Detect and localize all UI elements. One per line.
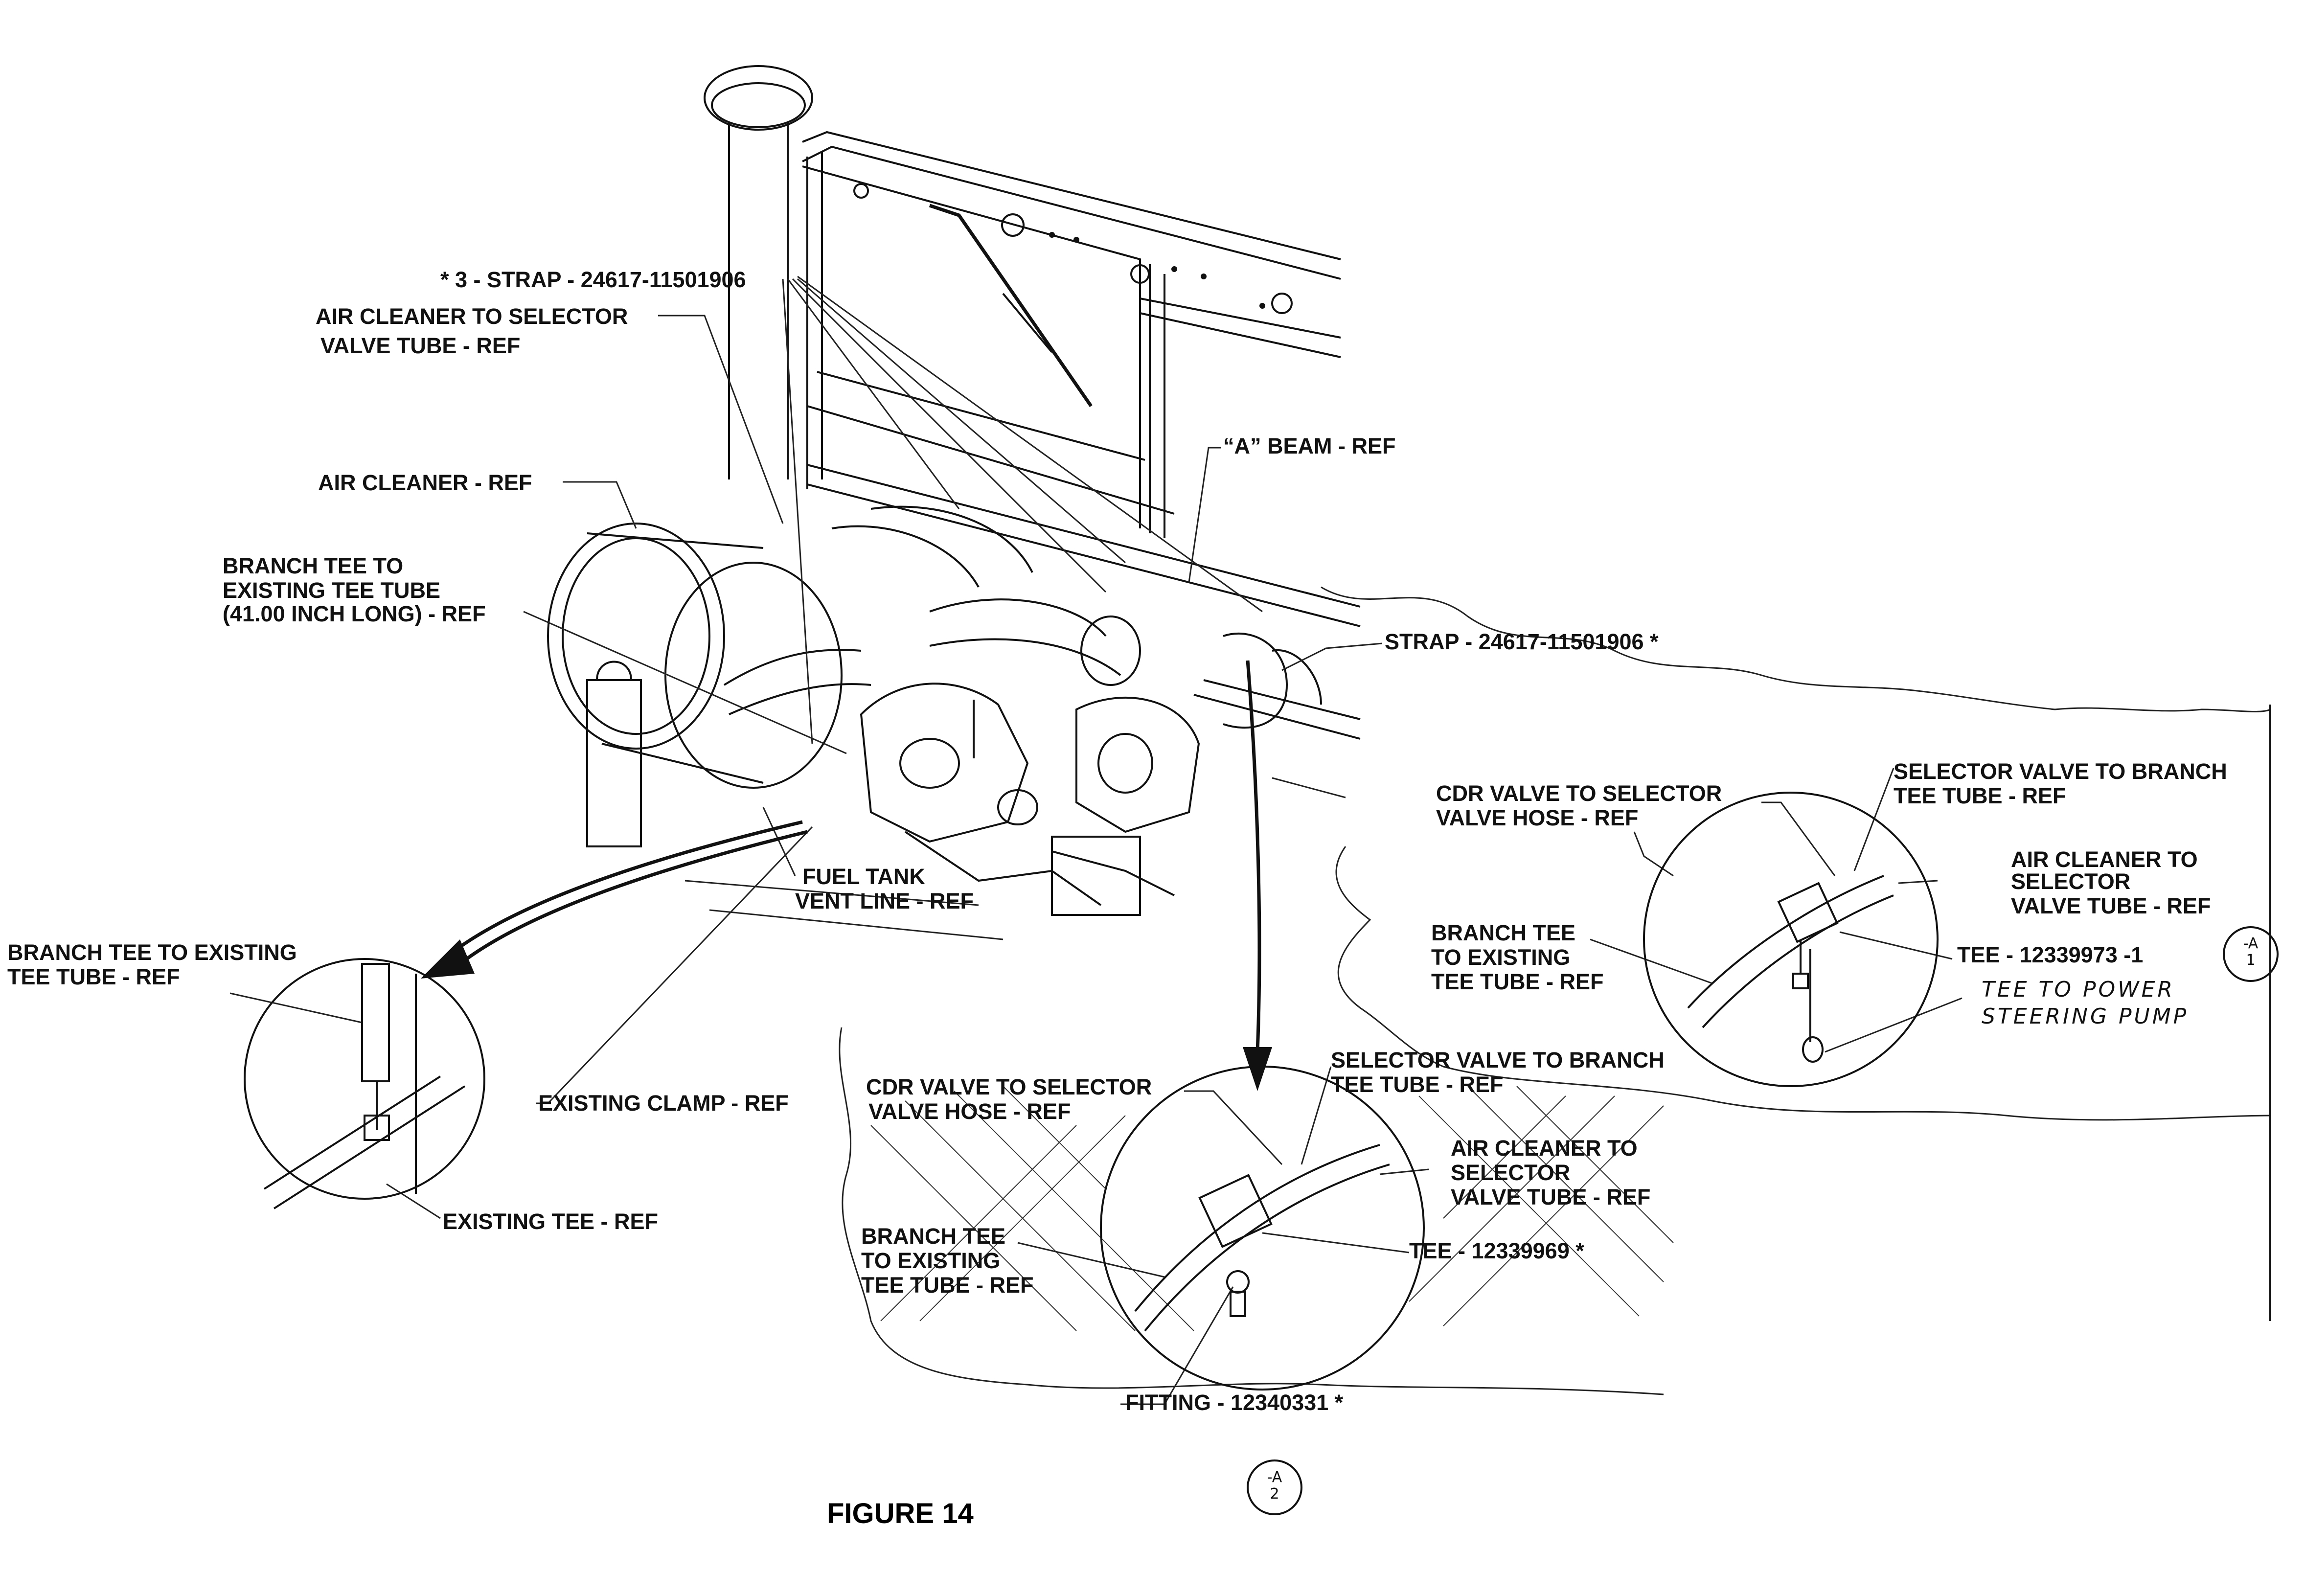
label-right-branch-tee-2: TO EXISTING — [1431, 945, 1571, 970]
cab-frame — [802, 131, 1361, 627]
label-bottom-branch-tee-2: TO EXISTING — [861, 1248, 1001, 1273]
label-left-tube-2: TEE TUBE - REF — [7, 964, 180, 989]
label-bottom-branch-tee-3: TEE TUBE - REF — [861, 1273, 1034, 1298]
label-bottom-cdr-hose-2: VALVE HOSE - REF — [868, 1099, 1071, 1124]
label-bottom-cdr-hose-1: CDR VALVE TO SELECTOR — [866, 1074, 1152, 1099]
ref-mark-a2-top: -A — [1267, 1469, 1282, 1486]
label-right-air-cleaner-2: SELECTOR — [2011, 869, 2131, 894]
note-tee-to-power-2: STEERING PUMP — [1982, 1004, 2189, 1029]
detail-arrows — [421, 660, 1272, 1091]
detail-left-circle — [244, 958, 485, 1209]
label-right-cdr-hose-1: CDR VALVE TO SELECTOR — [1436, 781, 1722, 806]
label-left-tube-1: BRANCH TEE TO EXISTING — [7, 940, 297, 965]
label-air-cleaner: AIR CLEANER - REF — [318, 470, 532, 495]
label-bottom-selector-branch-2: TEE TUBE - REF — [1331, 1072, 1504, 1097]
label-fuel-tank-1: FUEL TANK — [802, 864, 925, 889]
label-branch-tee-long-1: BRANCH TEE TO — [223, 553, 404, 578]
label-bottom-branch-tee-1: BRANCH TEE — [861, 1224, 1006, 1249]
ref-mark-a1-top: -A — [2243, 935, 2259, 952]
detail-boundaries — [839, 586, 2271, 1395]
label-existing-clamp: EXISTING CLAMP - REF — [538, 1091, 789, 1116]
label-strap-top: * 3 - STRAP - 24617-11501906 — [440, 267, 746, 292]
label-right-branch-tee-1: BRANCH TEE — [1431, 920, 1576, 945]
label-right-tee: TEE - 12339973 -1 — [1957, 942, 2144, 967]
ref-mark-a2-bottom: 2 — [1270, 1485, 1279, 1503]
label-bottom-selector-branch-1: SELECTOR VALVE TO BRANCH — [1331, 1048, 1665, 1072]
label-bottom-air-cleaner-1: AIR CLEANER TO — [1451, 1136, 1638, 1161]
engine-block — [685, 633, 1361, 940]
label-right-air-cleaner-3: VALVE TUBE - REF — [2011, 893, 2211, 918]
label-air-cleaner-tube-2: VALVE TUBE - REF — [320, 333, 521, 358]
label-bottom-air-cleaner-3: VALVE TUBE - REF — [1451, 1185, 1651, 1209]
label-bottom-air-cleaner-2: SELECTOR — [1451, 1160, 1571, 1185]
label-air-cleaner-tube-1: AIR CLEANER TO SELECTOR — [316, 304, 628, 329]
label-a-beam: “A” BEAM - REF — [1223, 433, 1396, 458]
ref-mark-a1-bottom: 1 — [2246, 952, 2256, 969]
figure-caption: FIGURE 14 — [827, 1498, 974, 1529]
air-cleaner — [547, 65, 1141, 847]
ground-hatching — [870, 1086, 1674, 1331]
note-tee-to-power-1: TEE TO POWER — [1982, 977, 2175, 1002]
label-strap-right: STRAP - 24617-11501906 * — [1385, 629, 1659, 654]
label-right-branch-tee-3: TEE TUBE - REF — [1431, 969, 1604, 994]
label-fuel-tank-2: VENT LINE - REF — [795, 889, 974, 913]
label-branch-tee-long-2: EXISTING TEE TUBE — [223, 578, 441, 603]
label-right-cdr-hose-2: VALVE HOSE - REF — [1436, 805, 1639, 830]
label-right-selector-branch-2: TEE TUBE - REF — [1894, 783, 2066, 808]
detail-right-circle — [1643, 792, 1939, 1087]
label-right-air-cleaner-1: AIR CLEANER TO — [2011, 847, 2198, 872]
reference-marks — [1247, 926, 2279, 1515]
label-fitting: FITTING - 12340331 * — [1125, 1390, 1344, 1415]
leader-lines — [229, 275, 1963, 1405]
label-bottom-tee: TEE - 12339969 * — [1409, 1238, 1584, 1263]
label-existing-tee: EXISTING TEE - REF — [443, 1209, 659, 1234]
detail-bottom-circle — [1100, 1066, 1425, 1391]
label-branch-tee-long-3: (41.00 INCH LONG) - REF — [223, 601, 486, 626]
label-right-selector-branch-1: SELECTOR VALVE TO BRANCH — [1894, 759, 2227, 784]
